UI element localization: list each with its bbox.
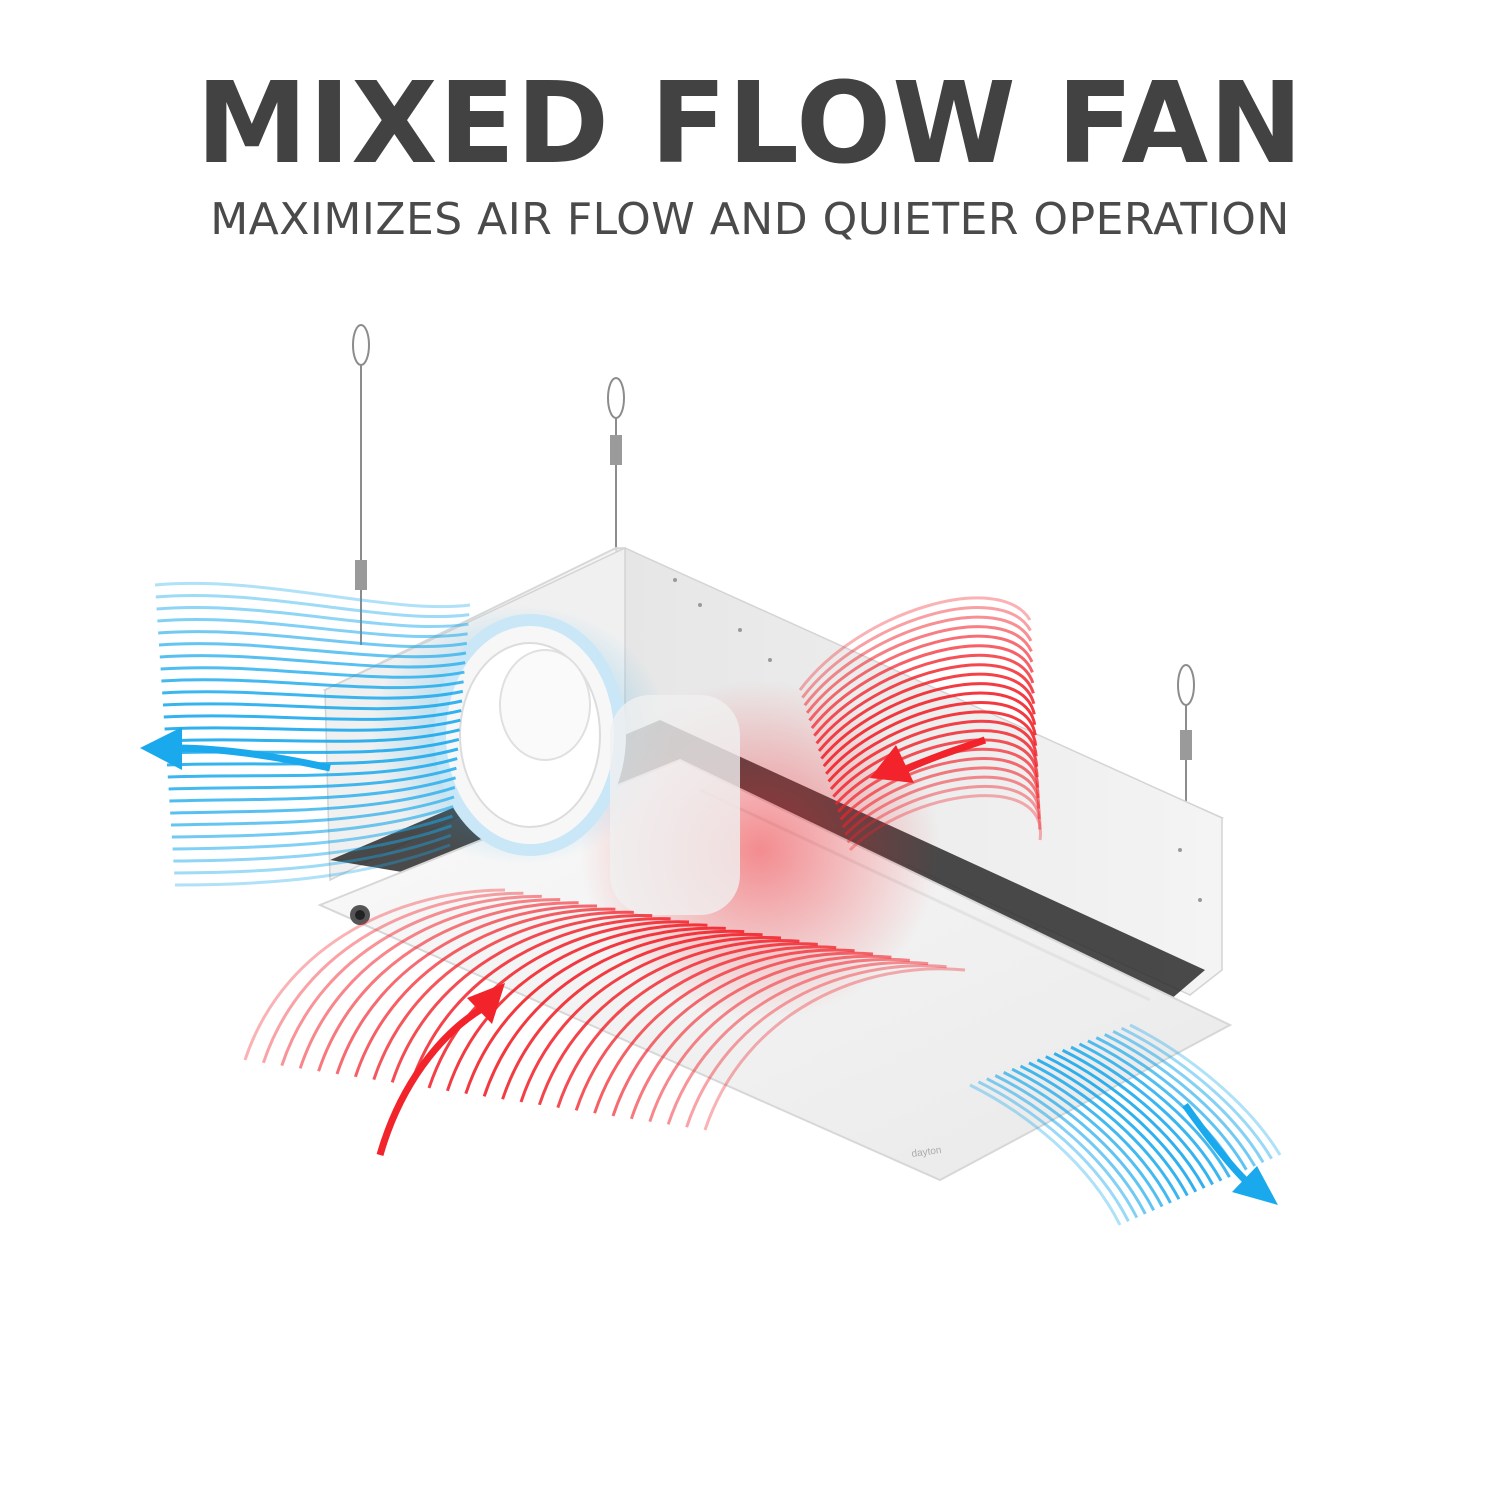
airflow-arrows <box>140 727 1278 1205</box>
mixed-flow-fan-wheel <box>434 614 740 915</box>
intake-arrow-bottom <box>376 983 505 1156</box>
hanger-middle <box>607 377 625 560</box>
intake-flow-right <box>798 596 1042 852</box>
intake-flow-bottom <box>243 888 966 1131</box>
page-subtitle: MAXIMIZES AIR FLOW AND QUIETER OPERATION <box>210 194 1290 245</box>
airflow-layer <box>154 581 1282 1226</box>
hanger-right <box>1177 664 1195 815</box>
screw-dots <box>673 578 1202 902</box>
exhaust-arrow-left <box>140 727 331 772</box>
suspension-cables <box>352 324 1195 815</box>
header: MIXED FLOW FAN MAXIMIZES AIR FLOW AND QU… <box>0 60 1500 248</box>
exhaust-flow-bottom-right <box>969 1023 1282 1226</box>
brand-logo: dayton <box>911 1145 942 1160</box>
intake-arrow-right <box>870 736 987 783</box>
page-title: MIXED FLOW FAN <box>196 59 1304 189</box>
exhaust-arrow-bottom-right <box>1182 1102 1278 1205</box>
hanger-left <box>352 324 370 645</box>
